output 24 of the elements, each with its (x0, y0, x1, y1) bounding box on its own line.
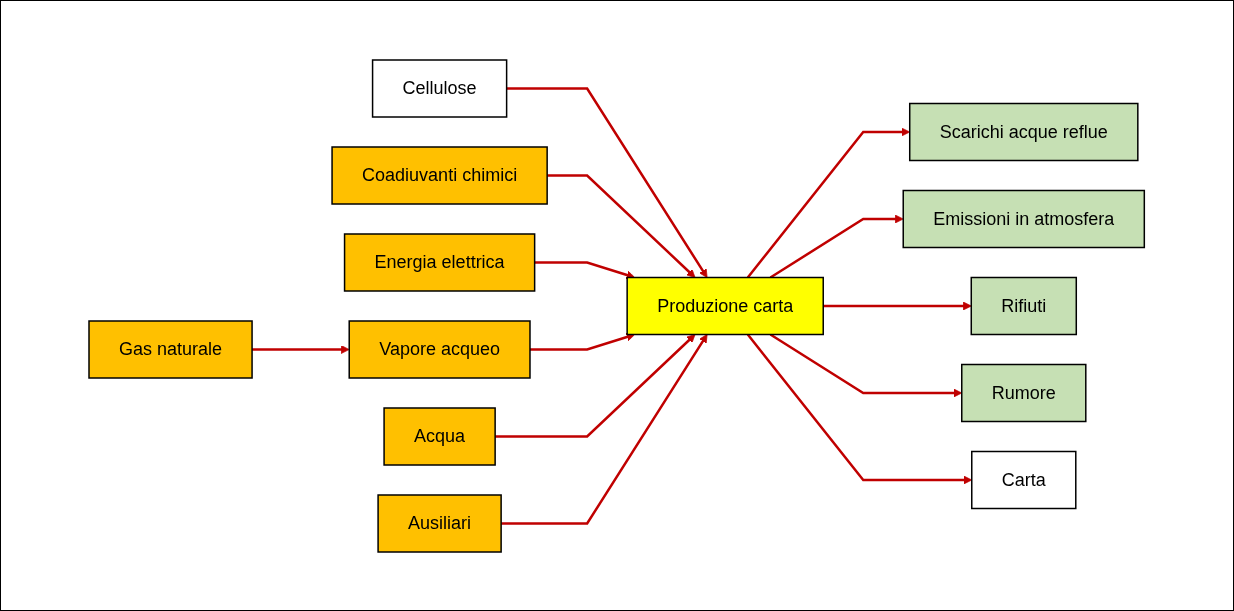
node-box: Rifiuti (970, 276, 1078, 335)
arrow (747, 333, 973, 484)
node-box: Ausiliari (377, 493, 503, 553)
arrow (770, 214, 904, 279)
arrow (530, 332, 636, 351)
arrow (495, 333, 696, 438)
node-box: Coadiuvanti chimici (331, 145, 549, 205)
arrow (547, 173, 696, 278)
node-box: Energia elettrica (344, 232, 536, 292)
node-box: Cellulose (372, 58, 508, 118)
node-box: Emissioni in atmosfera (902, 189, 1146, 248)
node-box: Rumore (961, 363, 1087, 422)
node-box: Scarichi acque reflue (909, 102, 1139, 161)
arrow (535, 260, 636, 279)
arrow (747, 127, 911, 278)
node-box: Vapore acqueo (348, 319, 532, 379)
node-box: Acqua (383, 406, 497, 466)
node-box: Carta (971, 450, 1077, 509)
arrow (506, 86, 708, 278)
node-box: Gas naturale (88, 319, 254, 379)
arrow (823, 301, 972, 310)
node-box: Produzione carta (626, 276, 825, 335)
arrow (501, 333, 708, 525)
arrow (252, 344, 350, 354)
